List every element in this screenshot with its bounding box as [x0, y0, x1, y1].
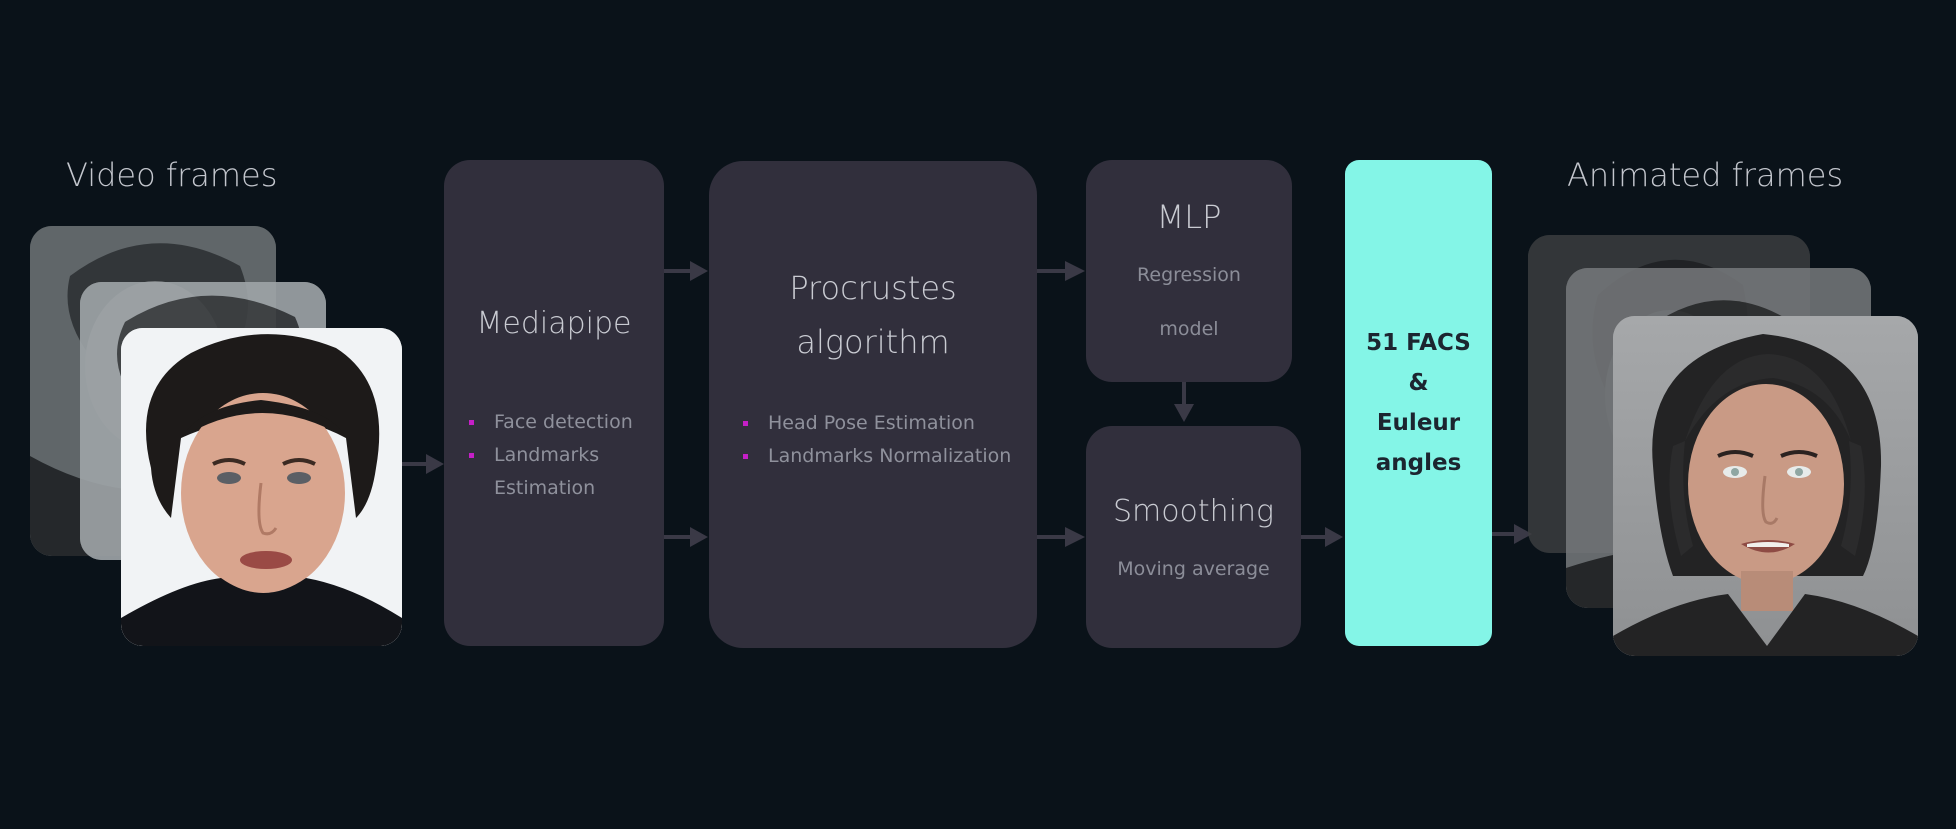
mlp-box: MLP Regression model — [1086, 160, 1292, 382]
mediapipe-title: Mediapipe — [476, 306, 632, 341]
video-frames-title: Video frames — [66, 156, 278, 194]
procrustes-box: Procrustes algorithm Head Pose Estimatio… — [709, 161, 1037, 648]
video-frame-front — [121, 328, 402, 646]
bullet-head-pose: Head Pose Estimation — [743, 407, 1011, 440]
mediapipe-bullet-list: Face detection Landmarks Estimation — [469, 406, 633, 505]
arrow-mediapipe-to-procrustes-top — [664, 261, 708, 281]
animated-frame-front — [1613, 316, 1918, 656]
mlp-subtitle-line2: model — [1159, 318, 1219, 340]
arrow-smoothing-to-facs — [1301, 527, 1343, 547]
facs-output-box: 51 FACS & Euleur angles — [1345, 160, 1492, 646]
mlp-title: MLP — [1156, 198, 1222, 236]
bullet-landmarks-continuation: Estimation — [469, 472, 633, 505]
arrow-mediapipe-to-procrustes-bottom — [664, 527, 708, 547]
procrustes-title-line2: algorithm — [796, 323, 950, 361]
smoothing-title: Smoothing — [1112, 494, 1275, 529]
bullet-estimation-text: Estimation — [494, 477, 596, 499]
arrow-procrustes-to-smoothing — [1037, 527, 1085, 547]
facs-line2: & — [1408, 370, 1429, 396]
procrustes-title-line1: Procrustes — [789, 269, 957, 307]
bullet-face-detection: Face detection — [469, 406, 633, 439]
animated-frames-title: Animated frames — [1567, 156, 1844, 194]
bullet-landmarks: Landmarks — [469, 439, 633, 472]
procrustes-bullet-list: Head Pose Estimation Landmarks Normaliza… — [743, 407, 1011, 473]
arrow-frames-to-mediapipe — [402, 454, 444, 474]
smoothing-subtitle: Moving average — [1117, 558, 1270, 580]
bullet-landmarks-normalization: Landmarks Normalization — [743, 440, 1011, 473]
facs-line1: 51 FACS — [1366, 330, 1471, 356]
facs-line4: angles — [1375, 450, 1462, 476]
mlp-subtitle-line1: Regression — [1137, 264, 1241, 286]
facs-line3: Euleur — [1376, 410, 1461, 436]
arrow-facs-to-animated — [1492, 524, 1532, 544]
mediapipe-box: Mediapipe Face detection Landmarks Estim… — [444, 160, 664, 646]
arrow-procrustes-to-mlp — [1037, 261, 1085, 281]
arrow-mlp-to-smoothing — [1174, 382, 1194, 422]
smoothing-box: Smoothing Moving average — [1086, 426, 1301, 648]
